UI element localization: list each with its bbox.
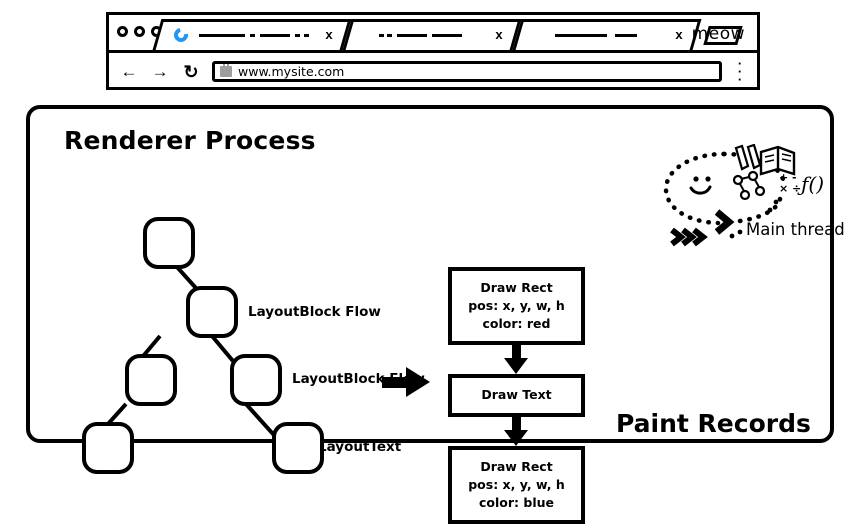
browser-tab-1[interactable]: x xyxy=(152,19,352,50)
padlock-icon xyxy=(220,64,232,77)
tab-title-placeholder-2 xyxy=(379,28,491,42)
main-thread-group: + - × ÷ ƒ() Main thread xyxy=(660,143,865,254)
svg-text:ƒ(): ƒ() xyxy=(797,172,824,196)
paint-record-line: Draw Rect xyxy=(480,279,553,295)
svg-text:× ÷: × ÷ xyxy=(779,182,801,195)
renderer-process-panel: Renderer Process LayoutBlock Flow Layout… xyxy=(26,105,845,524)
layout-node-right-branch[interactable] xyxy=(230,354,282,406)
layout-node-leaf-left[interactable] xyxy=(82,422,134,474)
paint-record-line: color: blue xyxy=(479,495,554,511)
paint-record-box-2[interactable]: Draw Text xyxy=(448,374,585,417)
forward-arrow-icon[interactable]: → xyxy=(151,61,169,81)
browser-tab-2[interactable]: x xyxy=(342,19,522,50)
svg-text:+ -: + - xyxy=(779,171,797,184)
paint-record-line: Draw Rect xyxy=(480,458,553,474)
tab-title-placeholder-1 xyxy=(195,28,321,42)
renderer-process-title: Renderer Process xyxy=(64,126,316,155)
layout-tree-diagram: LayoutBlock Flow LayoutBlock Flow Layout… xyxy=(60,164,425,474)
record-connector-1 xyxy=(504,345,528,374)
layout-node-left-branch[interactable] xyxy=(125,354,177,406)
reload-icon[interactable]: ↻ xyxy=(183,61,199,82)
close-dot-icon[interactable] xyxy=(117,26,128,37)
tab-close-button-2[interactable]: x xyxy=(495,27,503,42)
layout-node-leaf-right[interactable] xyxy=(272,422,324,474)
browser-toolbar: ← → ↻ www.mysite.com ··· xyxy=(109,53,757,90)
paint-record-line: color: red xyxy=(482,316,551,332)
record-connector-2 xyxy=(504,417,528,446)
url-input[interactable]: www.mysite.com xyxy=(238,64,345,79)
layout-tree-label-3: LayoutText xyxy=(318,439,402,455)
main-thread-label: Main thread xyxy=(746,220,845,239)
paint-records-title: Paint Records xyxy=(616,409,811,438)
tab-close-button-1[interactable]: x xyxy=(325,27,333,42)
main-thread-mascot-icon: + - × ÷ ƒ() xyxy=(663,143,824,247)
pipeline-arrow-icon xyxy=(382,367,430,397)
window-controls[interactable] xyxy=(117,26,162,37)
paint-record-line: pos: x, y, w, h xyxy=(468,476,565,492)
browser-window: x x xyxy=(106,12,760,90)
tab-close-button-3[interactable]: x xyxy=(675,27,683,42)
back-arrow-icon[interactable]: ← xyxy=(120,61,138,81)
three-dots-vertical-icon[interactable]: ··· xyxy=(737,55,743,87)
browser-brand-label: meow xyxy=(691,24,745,44)
browser-tab-3[interactable]: x xyxy=(512,19,702,50)
tab-title-placeholder-3 xyxy=(555,28,671,42)
layout-node-top[interactable] xyxy=(143,217,195,269)
layout-tree-label-1: LayoutBlock Flow xyxy=(248,304,381,320)
paint-record-box-1[interactable]: Draw Rect pos: x, y, w, h color: red xyxy=(448,267,585,345)
tab-strip: x x xyxy=(109,15,757,53)
paint-record-line: pos: x, y, w, h xyxy=(468,297,565,313)
blue-spinner-icon xyxy=(173,27,189,43)
url-bar[interactable]: www.mysite.com xyxy=(212,61,722,82)
diagram-canvas: x x xyxy=(0,0,865,455)
layout-node-root-child[interactable] xyxy=(186,286,238,338)
minimize-dot-icon[interactable] xyxy=(134,26,145,37)
paint-record-box-3[interactable]: Draw Rect pos: x, y, w, h color: blue xyxy=(448,446,585,524)
paint-record-line: Draw Text xyxy=(481,387,552,403)
